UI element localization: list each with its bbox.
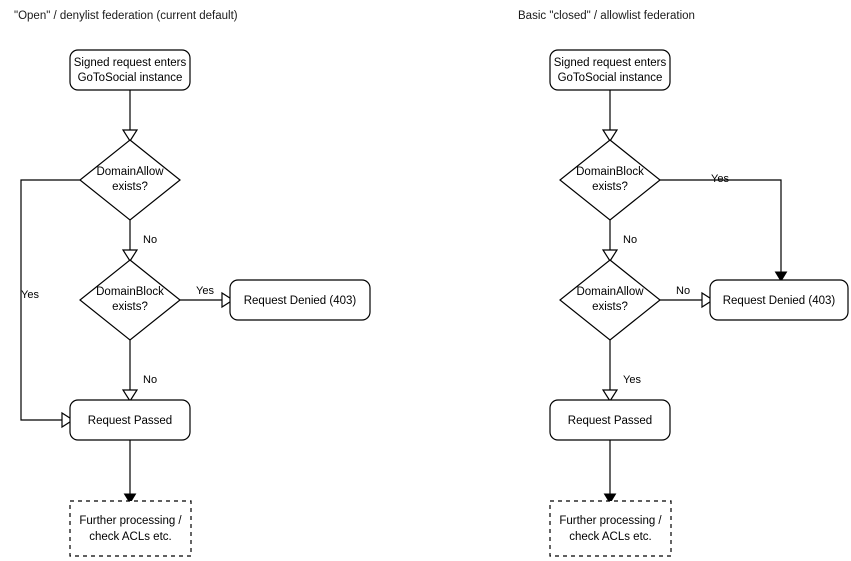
node-decision-domainblock-open-line2: exists?	[112, 301, 148, 313]
edge-passed-to-further-closed	[603, 440, 617, 504]
node-decision-domainblock-closed-line2: exists?	[592, 181, 628, 193]
node-decision-domainblock-open: DomainBlock exists?	[79, 259, 181, 341]
edge-domainallow-no-to-denied-closed: No	[660, 285, 715, 309]
node-decision-domainallow-open-shape	[79, 139, 181, 221]
edge-label-domainblock-yes-closed: Yes	[711, 173, 729, 185]
edge-domainblock-no-to-passed: No	[121, 340, 157, 403]
node-start-closed-line1: Signed request enters	[554, 57, 667, 69]
node-start-open-line1: Signed request enters	[74, 57, 187, 69]
node-further-processing-open-line2: check ACLs etc.	[89, 531, 171, 543]
arrowhead-open-icon	[121, 129, 139, 143]
arrowhead-open-icon	[701, 291, 715, 309]
node-start-open: Signed request enters GoToSocial instanc…	[69, 49, 191, 91]
node-decision-domainallow-open: DomainAllow exists?	[79, 139, 181, 221]
edge-domainblock-yes-to-denied: Yes	[180, 285, 235, 309]
edge-domainblock-yes-to-denied-closed: Yes	[660, 173, 788, 282]
node-further-processing-closed-line2: check ACLs etc.	[569, 531, 651, 543]
node-request-passed-closed: Request Passed	[549, 399, 671, 441]
node-decision-domainblock-closed: DomainBlock exists?	[559, 139, 661, 221]
arrowhead-open-icon	[601, 249, 619, 263]
node-start-closed: Signed request enters GoToSocial instanc…	[549, 49, 671, 91]
node-start-open-line2: GoToSocial instance	[78, 72, 183, 84]
edge-label-domainallow-yes-closed: Yes	[623, 374, 641, 386]
node-decision-domainallow-open-line2: exists?	[112, 181, 148, 193]
edge-start-to-domainallow	[121, 90, 139, 143]
node-decision-domainblock-closed-line1: DomainBlock	[576, 166, 644, 178]
arrowhead-open-icon	[121, 389, 139, 403]
node-decision-domainallow-closed-line1: DomainAllow	[576, 286, 644, 298]
edge-start-to-domainblock-closed	[601, 90, 619, 143]
node-decision-domainallow-open-line1: DomainAllow	[96, 166, 164, 178]
node-request-denied-closed-label: Request Denied (403)	[723, 295, 836, 307]
node-further-processing-closed-line1: Further processing /	[559, 515, 662, 527]
node-further-processing-closed-shape	[549, 500, 672, 557]
diagram-title-open-denylist: "Open" / denylist federation (current de…	[14, 10, 238, 22]
diagram-open-denylist: "Open" / denylist federation (current de…	[14, 10, 371, 557]
node-further-processing-open-line1: Further processing /	[79, 515, 182, 527]
edge-domainblock-no-to-domainallow-closed: No	[601, 220, 637, 263]
arrowhead-filled-icon	[603, 493, 617, 504]
node-further-processing-closed: Further processing / check ACLs etc.	[549, 500, 672, 557]
arrowhead-filled-icon	[123, 493, 137, 504]
node-decision-domainblock-open-shape	[79, 259, 181, 341]
edge-domainallow-yes-to-passed-closed: Yes	[601, 340, 641, 403]
arrowhead-filled-icon	[774, 271, 788, 282]
edge-domainallow-no-to-domainblock: No	[121, 220, 157, 263]
node-further-processing-open: Further processing / check ACLs etc.	[69, 500, 192, 557]
node-decision-domainblock-closed-shape	[559, 139, 661, 221]
edge-label-domainallow-no-closed: No	[676, 285, 690, 297]
arrowhead-open-icon	[121, 249, 139, 263]
edge-label-domainblock-yes: Yes	[196, 285, 214, 297]
arrowhead-open-icon	[221, 291, 235, 309]
node-request-denied-closed-shape	[709, 279, 849, 321]
node-start-closed-line2: GoToSocial instance	[558, 72, 663, 84]
arrowhead-open-icon	[601, 129, 619, 143]
node-request-passed-closed-label: Request Passed	[568, 415, 652, 427]
edge-label-domainblock-no: No	[143, 374, 157, 386]
node-request-denied-open-label: Request Denied (403)	[244, 295, 357, 307]
node-decision-domainblock-open-line1: DomainBlock	[96, 286, 164, 298]
diagram-title-closed-allowlist: Basic "closed" / allowlist federation	[518, 10, 695, 22]
node-request-denied-closed: Request Denied (403)	[709, 279, 849, 321]
diagram-closed-allowlist: Basic "closed" / allowlist federation Si…	[518, 10, 849, 557]
node-request-passed-open-label: Request Passed	[88, 415, 172, 427]
arrowhead-open-icon	[61, 411, 75, 429]
node-decision-domainallow-closed-line2: exists?	[592, 301, 628, 313]
node-request-denied-open-shape	[229, 279, 371, 321]
edge-label-domainallow-no: No	[143, 234, 157, 246]
node-request-passed-open: Request Passed	[69, 399, 191, 441]
node-further-processing-open-shape	[69, 500, 192, 557]
edge-label-domainblock-no-closed: No	[623, 234, 637, 246]
edge-domainallow-yes-to-passed: Yes	[20, 179, 80, 429]
arrowhead-open-icon	[601, 389, 619, 403]
node-decision-domainallow-closed: DomainAllow exists?	[559, 259, 661, 341]
node-decision-domainallow-closed-shape	[559, 259, 661, 341]
edge-label-domainallow-yes: Yes	[21, 289, 39, 301]
node-request-denied-open: Request Denied (403)	[229, 279, 371, 321]
edge-passed-to-further-open	[123, 440, 137, 504]
